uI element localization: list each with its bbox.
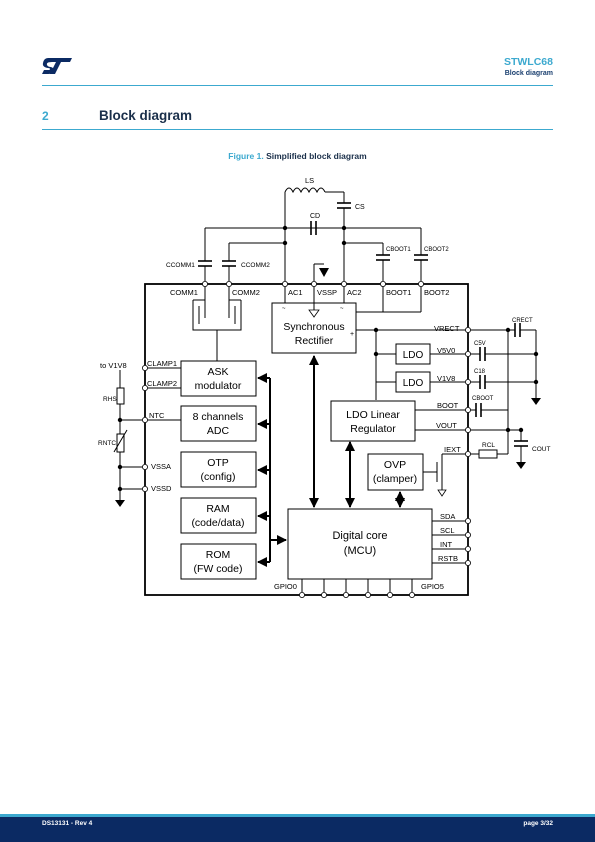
cboot-label: CBOOT xyxy=(472,396,494,402)
rom-label-2: (FW code) xyxy=(193,563,242,575)
core-label-2: (MCU) xyxy=(344,545,376,557)
digital-core-block xyxy=(287,508,433,580)
crect-label: CRECT xyxy=(512,318,533,324)
pin-iext: IEXT xyxy=(444,445,461,454)
document-title: STWLC68 xyxy=(503,56,553,68)
pin-ac2: AC2 xyxy=(347,288,362,297)
pin-comm1: COMM1 xyxy=(170,288,198,297)
ldo-linear-label-1: LDO Linear xyxy=(346,409,400,421)
ovp-label-1: OVP xyxy=(384,459,406,471)
adc-block xyxy=(180,405,257,442)
ram-label-2: (code/data) xyxy=(191,517,244,529)
ground-symbol xyxy=(531,398,541,405)
pin-scl: SCL xyxy=(440,526,455,535)
pin-sda: SDA xyxy=(440,512,455,521)
pin-comm2: COMM2 xyxy=(232,288,260,297)
c5v-label: C5V xyxy=(474,341,486,347)
ask-modulator-block xyxy=(180,360,257,397)
rcl-label: RCL xyxy=(482,442,495,449)
pin-clamp1: CLAMP1 xyxy=(147,359,177,368)
figure-label: Figure 1. xyxy=(228,151,264,161)
rom-block xyxy=(180,543,257,580)
core-label-1: Digital core xyxy=(332,530,387,542)
section-rule xyxy=(42,129,553,130)
pin-ntc: NTC xyxy=(149,411,165,420)
header-rule xyxy=(42,85,553,87)
footer-page-number: page 3/32 xyxy=(523,820,553,827)
rhs-label: RHS xyxy=(103,396,117,403)
pin-v1v8: V1V8 xyxy=(437,374,455,383)
ground-symbol xyxy=(115,500,125,507)
ovp-label-2: (clamper) xyxy=(373,473,417,485)
chip-outline xyxy=(144,283,469,596)
pin-clamp2: CLAMP2 xyxy=(147,379,177,388)
footer-bar xyxy=(0,814,595,842)
figure-caption: Figure 1. Simplified block diagram xyxy=(0,151,595,161)
pin-vrect: VRECT xyxy=(434,324,460,333)
pin-vssa: VSSA xyxy=(151,462,171,471)
ram-block xyxy=(180,497,257,534)
inductor-ls xyxy=(284,187,326,194)
footer-stripe xyxy=(0,814,595,817)
cboot1-label: CBOOT1 xyxy=(386,247,411,253)
pin-gpio5: GPIO5 xyxy=(421,582,444,591)
cs-label: CS xyxy=(355,204,365,211)
figure-caption-text: Simplified block diagram xyxy=(266,151,367,161)
st-logo xyxy=(42,58,72,74)
otp-label-1: OTP xyxy=(207,457,229,469)
ccomm2-label: CCOMM2 xyxy=(241,262,270,269)
section-number: 2 xyxy=(42,109,49,123)
cboot2-label: CBOOT2 xyxy=(424,247,449,253)
sync-rect-label-1: Synchronous xyxy=(283,321,344,333)
document-section-subtitle: Block diagram xyxy=(504,70,553,77)
cd-label: CD xyxy=(310,213,320,220)
pin-v5v0: V5V0 xyxy=(437,346,455,355)
pin-boot2: BOOT2 xyxy=(424,288,449,297)
adc-label-2: ADC xyxy=(207,425,230,437)
ldo-linear-label-2: Regulator xyxy=(350,423,396,435)
pin-boot1: BOOT1 xyxy=(386,288,411,297)
cout-label: COUT xyxy=(532,446,550,453)
ls-label: LS xyxy=(305,176,314,185)
c18-label: C18 xyxy=(474,369,486,375)
ram-label-1: RAM xyxy=(206,503,229,515)
to-v1v8-label: to V1V8 xyxy=(100,361,127,370)
ask-label-1: ASK xyxy=(207,366,228,378)
pin-vssp: VSSP xyxy=(317,288,337,297)
pin-rstb: RSTB xyxy=(438,554,458,563)
plus-mark: + xyxy=(350,331,354,338)
rntc-label: RNTC xyxy=(98,440,116,447)
pin-ac1: AC1 xyxy=(288,288,303,297)
pin-boot: BOOT xyxy=(437,401,459,410)
tilde-mark-ac1: ~ xyxy=(282,306,286,312)
footer-doc-id: DS13131 - Rev 4 xyxy=(42,820,93,827)
rom-label-1: ROM xyxy=(206,549,231,561)
ldo-linear-regulator-block xyxy=(330,400,416,442)
pin-vout: VOUT xyxy=(436,421,457,430)
otp-block xyxy=(180,451,257,488)
adc-label-1: 8 channels xyxy=(193,411,244,423)
ldo-1v8-label: LDO xyxy=(403,378,424,389)
pin-gpio0: GPIO0 xyxy=(274,582,297,591)
pin-int: INT xyxy=(440,540,453,549)
ground-symbol xyxy=(516,462,526,469)
sync-rect-label-2: Rectifier xyxy=(295,335,334,347)
ground-symbol xyxy=(319,268,329,277)
pin-vssd: VSSD xyxy=(151,484,172,493)
section-title: Block diagram xyxy=(99,108,193,123)
tilde-mark-ac2: ~ xyxy=(340,306,344,312)
ldo-5v-label: LDO xyxy=(403,350,424,361)
otp-label-2: (config) xyxy=(200,471,235,483)
ccomm1-label: CCOMM1 xyxy=(166,262,195,269)
ask-label-2: modulator xyxy=(195,380,242,392)
